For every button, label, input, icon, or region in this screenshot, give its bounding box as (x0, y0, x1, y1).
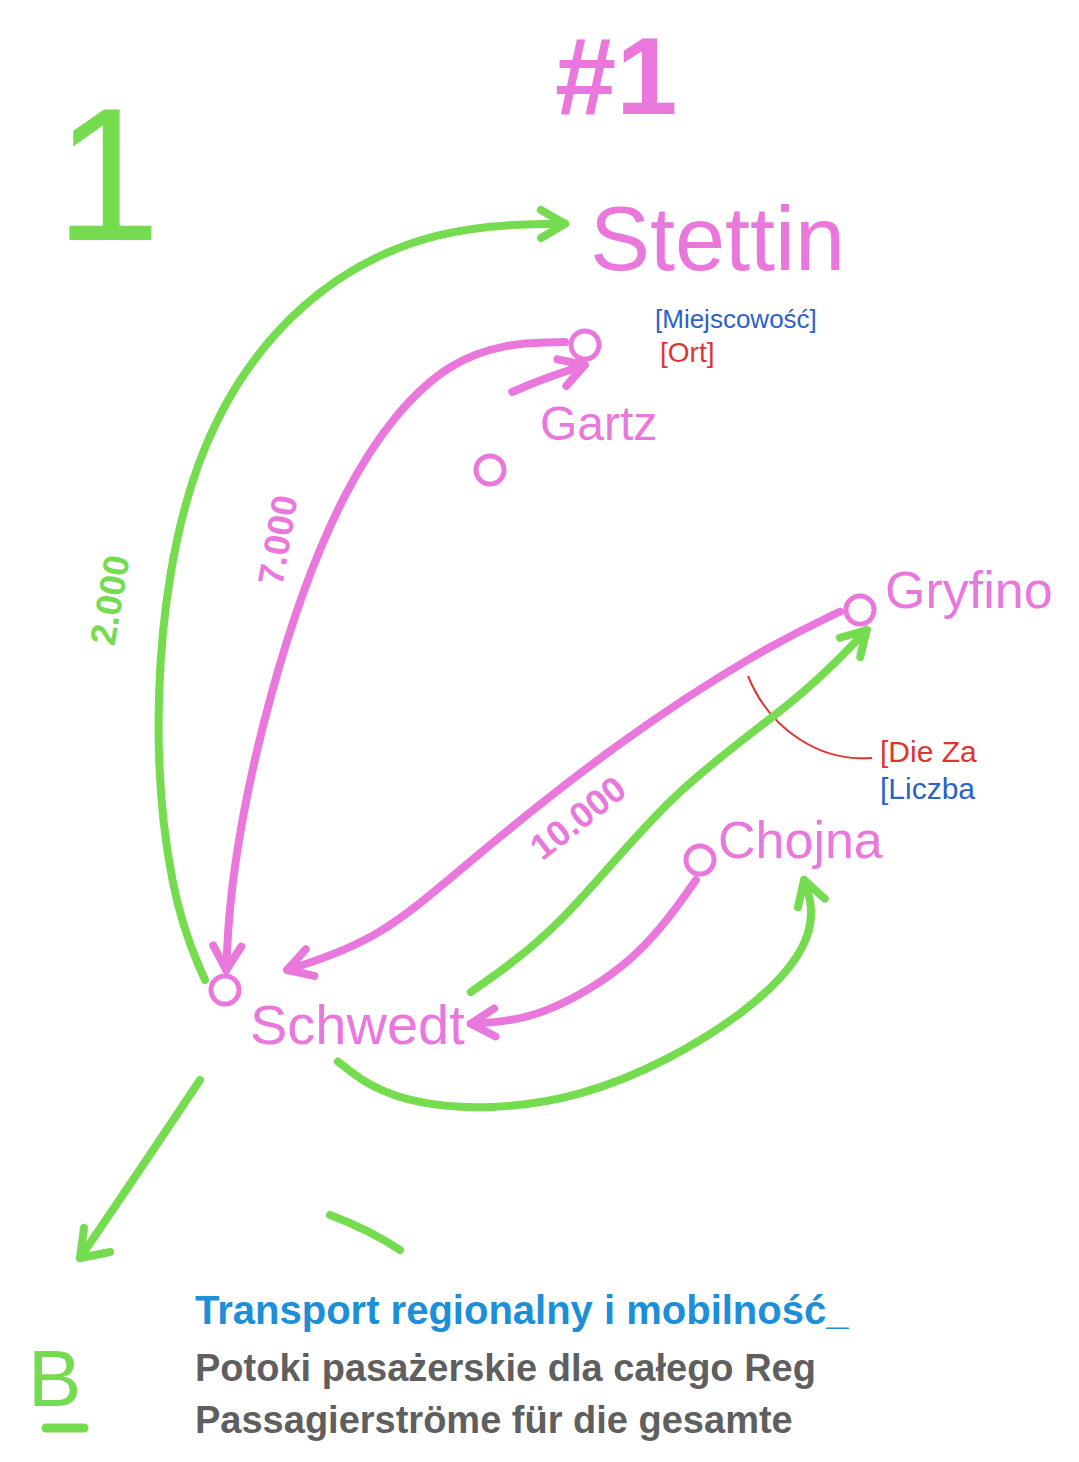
label-holder: B (28, 1335, 81, 1423)
title-holder: Transport regionalny i mobilność_ (195, 1288, 848, 1332)
place-name: Stettin (590, 190, 845, 289)
arrow-head (798, 880, 825, 907)
label-holder: Passagierströme für die gesamte (195, 1400, 793, 1442)
label-holder: [Miejscowość] (655, 305, 817, 334)
place-node: Gryfino (846, 562, 1053, 624)
label-holder: [Die Za (880, 735, 977, 768)
place-marker (686, 846, 714, 874)
label-holder: [Liczba (880, 772, 975, 805)
flow-count: 2.000 (82, 549, 138, 651)
place-marker (211, 976, 239, 1004)
diagram-title: Transport regionalny i mobilność_ (195, 1288, 848, 1332)
place-label: Stettin (590, 190, 845, 289)
place-label: Gartz (540, 398, 657, 451)
outgoing-arrow (80, 1080, 200, 1258)
note-label: [Liczba (880, 772, 975, 805)
flow-line (226, 342, 565, 970)
arrow-head (213, 945, 241, 970)
place-marker (846, 596, 874, 624)
place-node: Gartz (476, 398, 657, 484)
label-holder: #1 (555, 15, 677, 136)
flow-count: 7.000 (250, 489, 306, 591)
arrow-head (471, 1008, 496, 1036)
flow-arrow (512, 359, 584, 392)
label-holder: 1 (55, 70, 161, 279)
arrow-head (840, 630, 867, 657)
place-node: Stettin (571, 190, 845, 359)
place-node: Chojna (686, 812, 883, 874)
place-name: Chojna (718, 812, 883, 869)
arrow-head (558, 359, 585, 386)
place-node: Schwedt (211, 976, 465, 1056)
partial-arrow (330, 1215, 400, 1250)
note-label: B (28, 1335, 81, 1423)
note-label: Potoki pasażerskie dla całego Reg (195, 1348, 816, 1390)
flow-label-holder: 2.000 (82, 549, 138, 651)
flow-arrow (471, 880, 696, 1036)
arrow-head (287, 949, 314, 976)
flow-line (159, 224, 565, 980)
arrow-head (541, 210, 565, 238)
flow-label-holder: 7.000 (250, 489, 306, 591)
flow-arrow (159, 210, 565, 980)
place-name: Gartz (540, 398, 657, 451)
place-marker (571, 331, 599, 359)
flow-count: 10.000 (520, 767, 636, 870)
label-holder: [Ort] (660, 338, 714, 369)
note-label: Passagierströme für die gesamte (195, 1400, 793, 1442)
note-label: [Ort] (660, 338, 714, 369)
label-holder: Potoki pasażerskie dla całego Reg (195, 1348, 816, 1390)
flow-label-holder: 10.000 (520, 767, 636, 870)
flow-arrow (213, 342, 565, 970)
note-label: #1 (555, 15, 677, 136)
dash-mark (46, 1424, 84, 1433)
note-label: [Miejscowość] (655, 305, 817, 334)
flow-line (471, 880, 696, 1024)
place-marker (476, 456, 504, 484)
place-label: Schwedt (250, 994, 465, 1056)
place-name: Gryfino (885, 562, 1053, 619)
place-label: Gryfino (885, 562, 1053, 619)
place-label: Chojna (718, 812, 883, 869)
place-name: Schwedt (250, 994, 465, 1056)
note-label: 1 (55, 70, 161, 279)
arrow-head (80, 1228, 110, 1258)
note-label: [Die Za (880, 735, 977, 768)
